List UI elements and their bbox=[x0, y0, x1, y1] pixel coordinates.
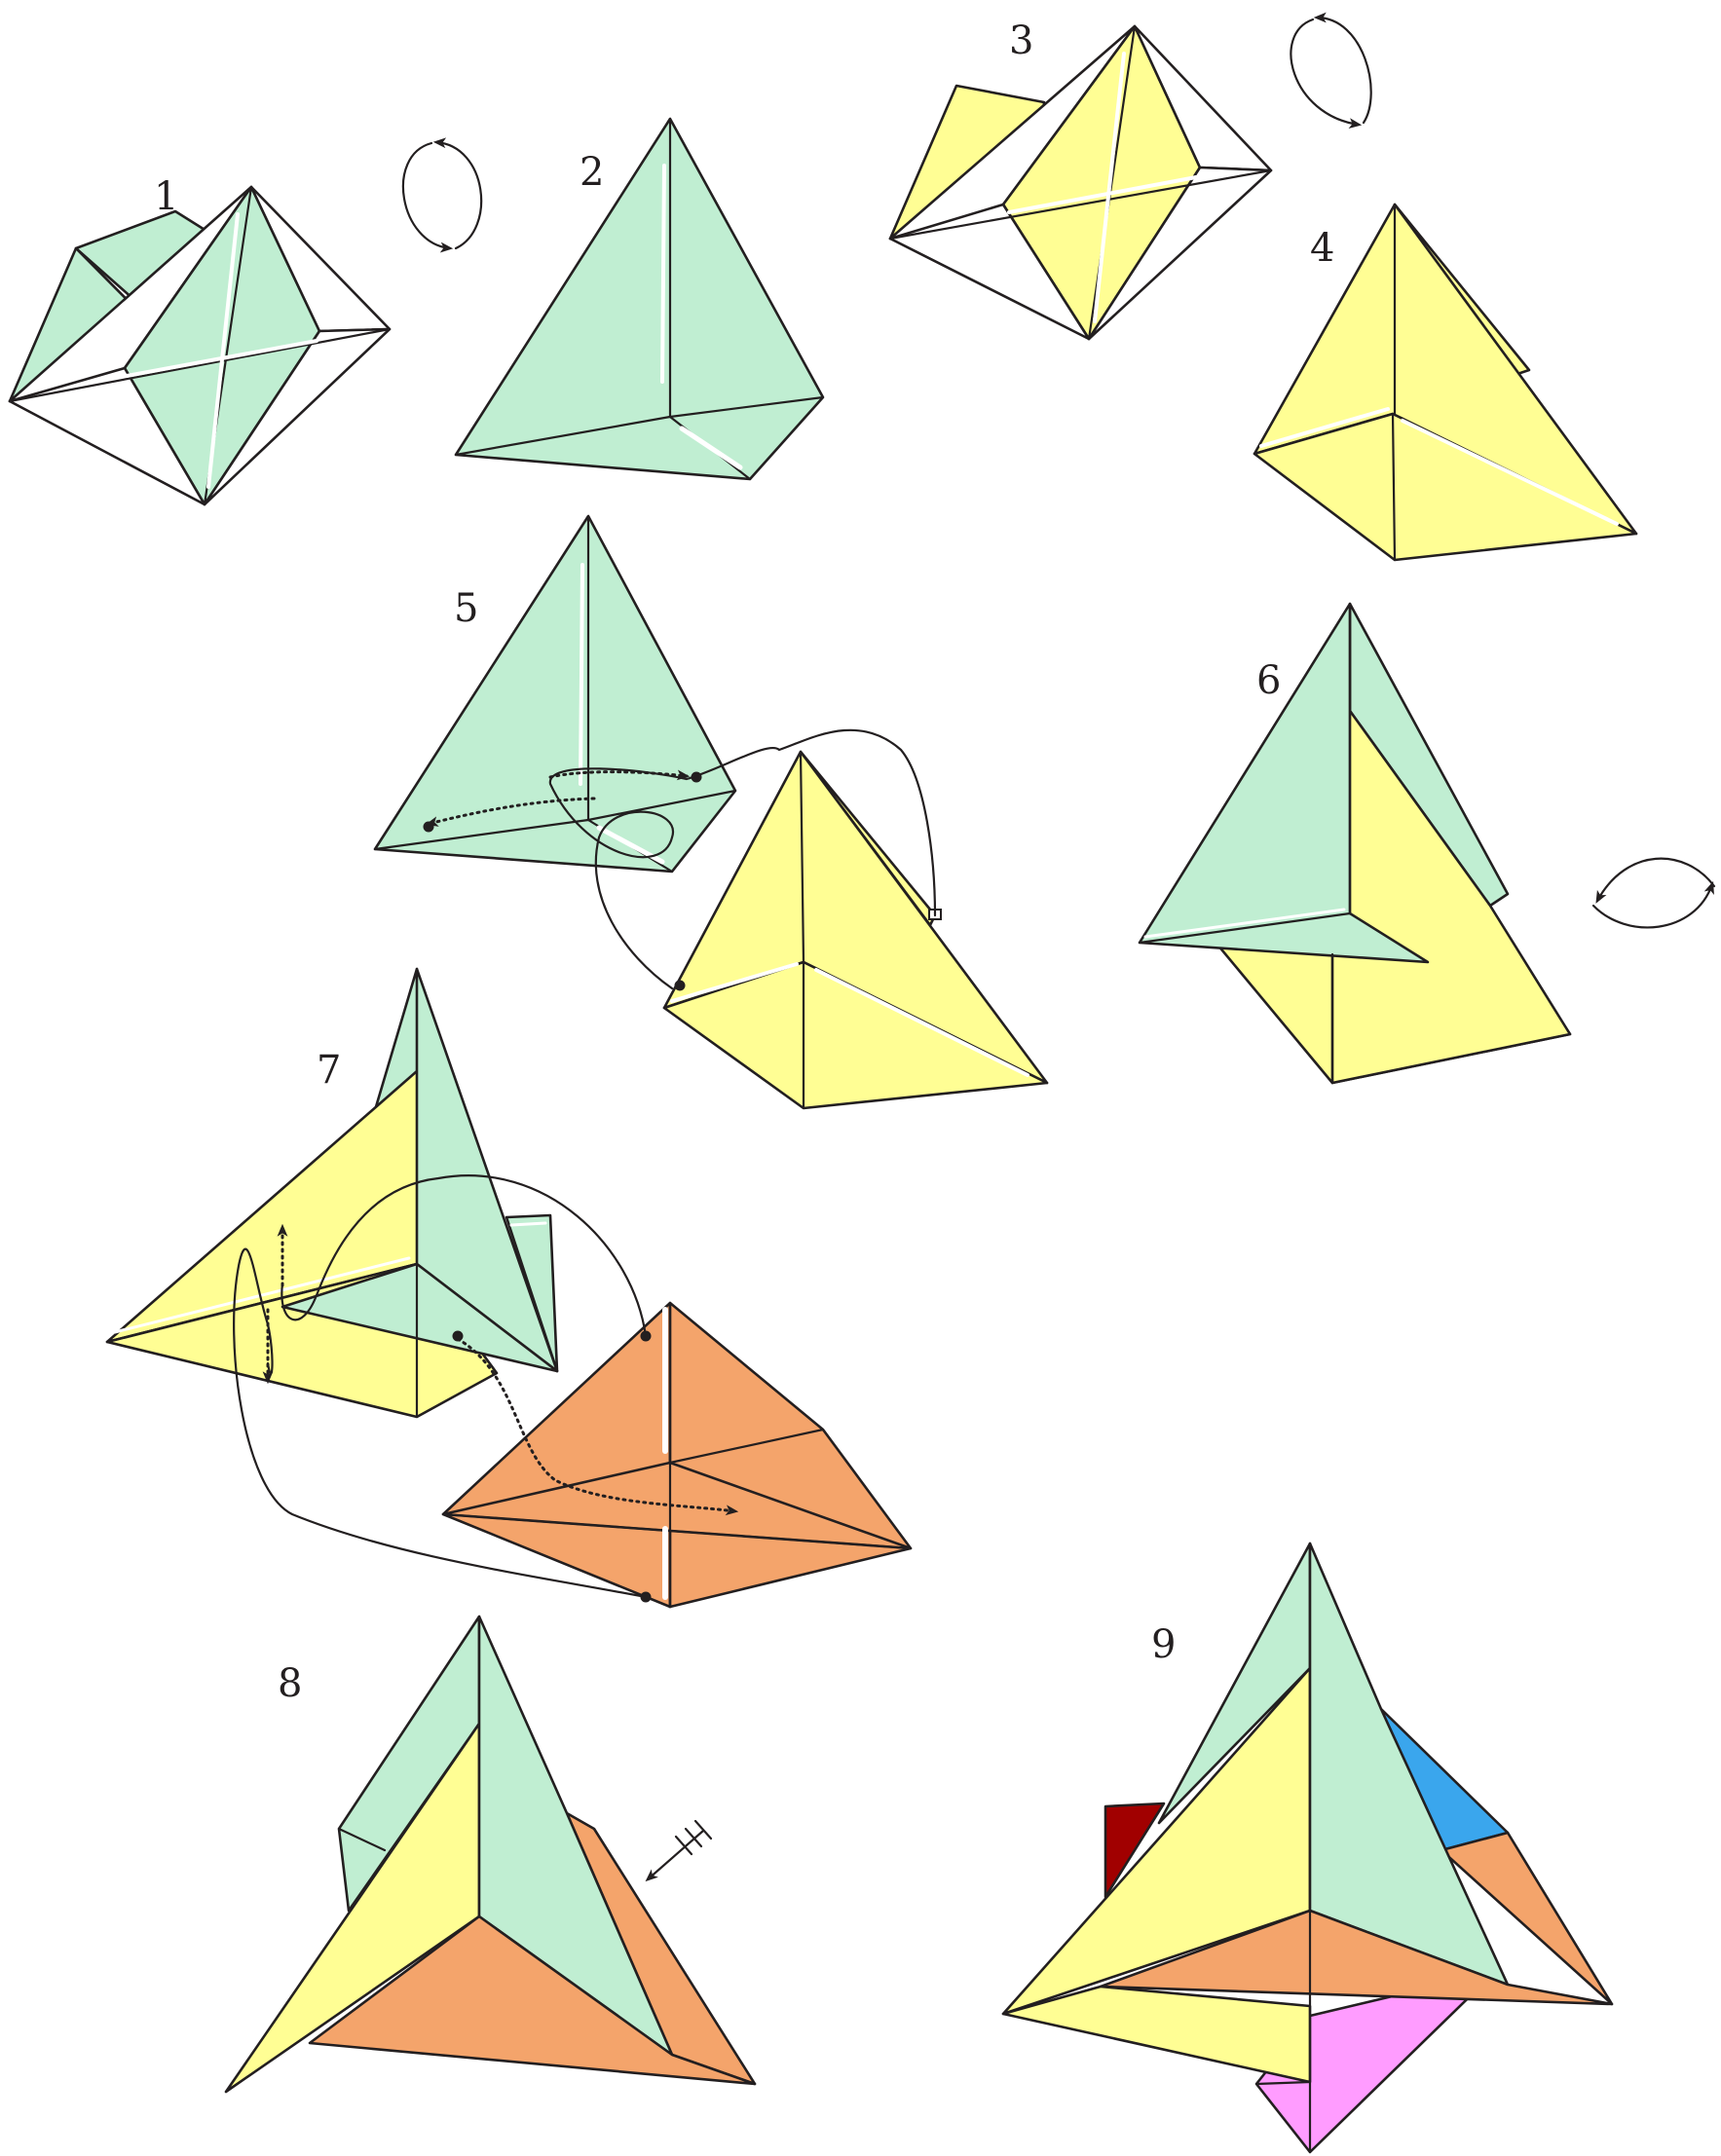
step-1-figure bbox=[10, 187, 390, 504]
step-8-number: 8 bbox=[278, 1661, 302, 1706]
step-2-figure bbox=[456, 119, 823, 479]
step-9-figure bbox=[1003, 1543, 1612, 2152]
push-arrow-icon bbox=[648, 1821, 711, 1879]
point-dot-icon bbox=[641, 1331, 652, 1342]
step-4-number: 4 bbox=[1310, 226, 1334, 271]
point-dot-icon bbox=[453, 1331, 464, 1342]
step-7-number: 7 bbox=[317, 1048, 341, 1093]
turn-over-arrows-icon bbox=[1593, 859, 1714, 928]
point-dot-icon bbox=[424, 822, 434, 833]
step-5-number: 5 bbox=[454, 586, 478, 631]
step-3-figure bbox=[890, 26, 1271, 339]
step-3-number: 3 bbox=[1009, 19, 1033, 63]
step-1-number: 1 bbox=[154, 174, 178, 219]
turn-over-arrows-icon bbox=[403, 142, 481, 248]
point-dot-icon bbox=[675, 981, 686, 991]
step-6-figure bbox=[1140, 604, 1570, 1083]
turn-over-arrows-icon bbox=[1291, 18, 1370, 125]
step-5-green-unit bbox=[375, 516, 735, 872]
step-7-figure bbox=[107, 969, 557, 1417]
step-6-number: 6 bbox=[1256, 658, 1281, 703]
point-dot-icon bbox=[641, 1592, 652, 1603]
point-dot-icon bbox=[692, 772, 702, 783]
step-2-number: 2 bbox=[580, 150, 604, 195]
step-9-number: 9 bbox=[1151, 1622, 1176, 1667]
